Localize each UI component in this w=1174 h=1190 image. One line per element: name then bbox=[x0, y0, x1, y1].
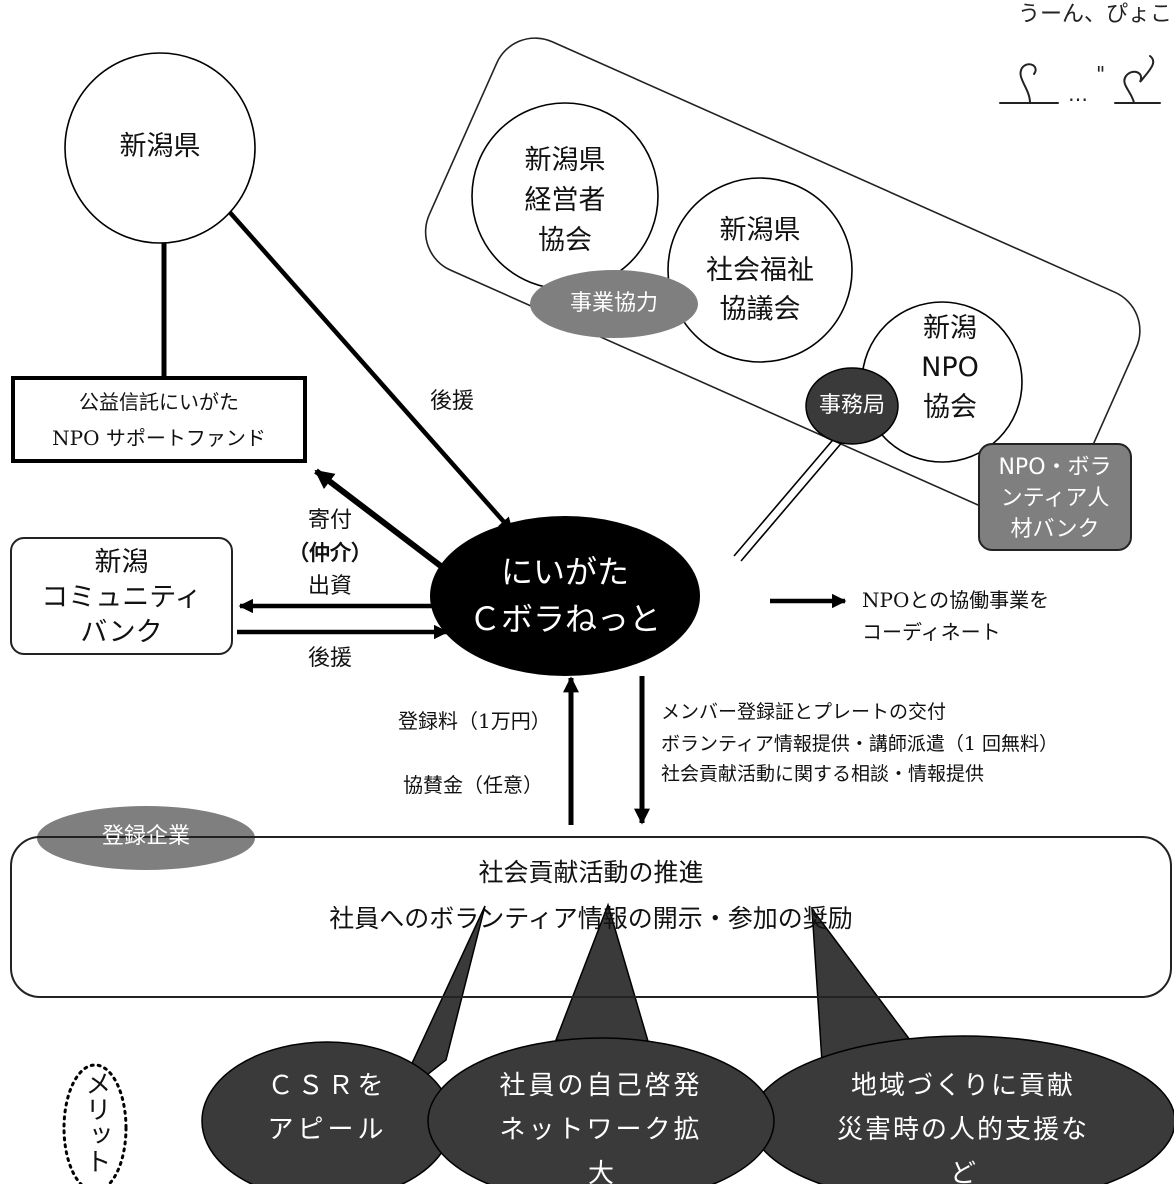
kigyo-tag-oval bbox=[37, 806, 255, 870]
partner-group-outline bbox=[424, 37, 1141, 526]
center-to-fund-arrow bbox=[314, 468, 448, 573]
shakyo-label-3: 協議会 bbox=[719, 294, 801, 325]
kigyo-tag-label: 登録企業 bbox=[101, 824, 190, 849]
kigyo-line-1: 社会貢献活動の推進 bbox=[478, 858, 704, 887]
kouen-pref-label: 後援 bbox=[430, 389, 475, 414]
shusshi-label: 出資 bbox=[307, 574, 352, 599]
center-label-2: Ｃボラねっと bbox=[468, 600, 661, 638]
jinzai-bank-label-1: NPO・ボラ bbox=[998, 455, 1112, 480]
shakyo-label-1: 新潟県 bbox=[719, 215, 801, 246]
bubble-region-line-2: 災害時の人的支援な bbox=[836, 1115, 1089, 1145]
jimukyoku-link-2 bbox=[740, 432, 851, 562]
center-oval bbox=[430, 516, 700, 676]
merit-dotted-oval bbox=[62, 1063, 128, 1184]
npo-kyokai-label-1: 新潟 bbox=[923, 313, 977, 344]
jinzai-bank-label-3: 材バンク bbox=[1010, 517, 1100, 542]
niigata-pref-label: 新潟県 bbox=[119, 131, 201, 162]
sprout-icon bbox=[999, 55, 1161, 104]
kouen-bank-label: 後援 bbox=[307, 646, 352, 671]
doodle-marks: " bbox=[1096, 62, 1106, 86]
service-item: 社会貢献活動に関する相談・情報提供 bbox=[661, 763, 985, 785]
shakyo-circle bbox=[667, 177, 853, 363]
jimukyoku-link-1 bbox=[733, 427, 844, 557]
npo-kyodo-label-1: NPOとの協働事業を bbox=[862, 588, 1050, 612]
fund-label-2: NPO サポートファンド bbox=[52, 426, 266, 450]
service-item: メンバー登録証とプレートの交付 bbox=[661, 701, 947, 723]
keieisha-label-3: 協会 bbox=[538, 225, 592, 256]
toroku-ryo-label: 登録料（1万円） bbox=[398, 709, 551, 733]
bubble-self-line-2: ネットワーク拡 bbox=[499, 1115, 703, 1145]
bubble-self-line-3: 大 bbox=[587, 1159, 614, 1189]
npo-kyodo-label-2: コーディネート bbox=[862, 620, 1001, 644]
kigyo-box: 社会貢献活動の推進 社員へのボランティア情報の開示・参加の奨励 bbox=[10, 836, 1172, 998]
npo-kyokai-label-2: NPO bbox=[921, 352, 979, 383]
bubble-region-line-3: ど bbox=[949, 1159, 976, 1189]
jimukyoku-label: 事務局 bbox=[818, 393, 885, 418]
pref-to-center-arrow bbox=[224, 206, 514, 533]
doodle-text: うーん、ぴょこ bbox=[1018, 2, 1173, 27]
chukai-label: （仲介） bbox=[288, 541, 372, 565]
bubble-csr-line-2: アピール bbox=[267, 1115, 388, 1145]
jinzai-bank-box: NPO・ボラ ンティア人 材バンク bbox=[978, 443, 1132, 551]
service-item: ボランティア情報提供・講師派遣（1 回無料） bbox=[661, 733, 1058, 755]
center-label-1: にいがた bbox=[500, 553, 629, 591]
merit-label: メリット bbox=[81, 1070, 111, 1174]
fund-label-1: 公益信託にいがた bbox=[79, 390, 239, 414]
npo-kyokai-label-3: 協会 bbox=[923, 392, 977, 423]
kyosan-kin-label: 協賛金（任意） bbox=[403, 773, 543, 797]
community-bank-label-3: バンク bbox=[80, 617, 163, 648]
bubble-self-line-1: 社員の自己啓発 bbox=[499, 1071, 703, 1101]
niigata-pref-circle bbox=[64, 52, 256, 244]
keieisha-label-1: 新潟県 bbox=[524, 145, 606, 176]
keieisha-label-2: 経営者 bbox=[524, 185, 606, 216]
fund-box: 公益信託にいがた NPO サポートファンド bbox=[11, 376, 307, 463]
bubble-self bbox=[427, 1037, 775, 1184]
community-bank-box: 新潟 コミュニティ バンク bbox=[10, 537, 233, 655]
jigyo-kyoryoku-oval bbox=[530, 270, 698, 338]
jigyo-kyoryoku-label: 事業協力 bbox=[569, 291, 658, 316]
kigyo-line-2: 社員へのボランティア情報の開示・参加の奨励 bbox=[329, 904, 853, 933]
community-bank-label-1: 新潟 bbox=[94, 547, 149, 578]
community-bank-label-2: コミュニティ bbox=[41, 582, 202, 613]
jinzai-bank-label-2: ンティア人 bbox=[1000, 486, 1110, 511]
doodle-dots: … bbox=[1068, 82, 1088, 106]
jimukyoku-oval bbox=[805, 367, 899, 445]
bubble-region-line-1: 地域づくりに貢献 bbox=[850, 1071, 1075, 1101]
shakyo-label-2: 社会福祉 bbox=[706, 255, 814, 286]
bubble-csr-line-1: ＣＳＲを bbox=[267, 1071, 388, 1101]
kifu-label: 寄付 bbox=[307, 508, 352, 533]
